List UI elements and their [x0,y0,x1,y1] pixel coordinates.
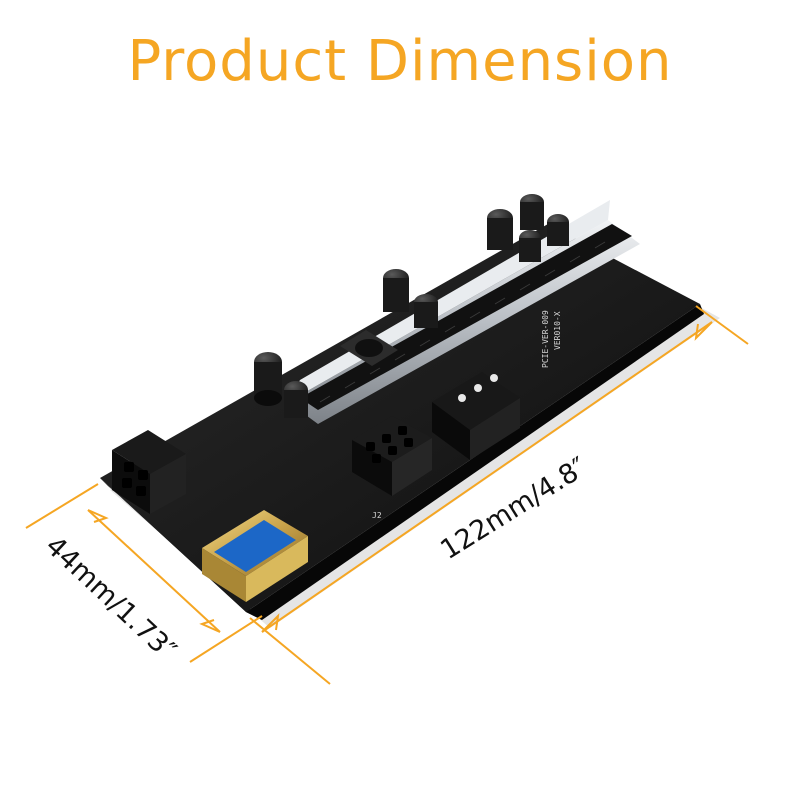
page-title: Product Dimension [127,29,673,94]
molex-connector [432,372,520,460]
inductor-chip [340,330,398,366]
length-dimension-line [249,305,749,685]
board-model-marking: VER010-X [553,311,562,350]
capacitor-icon [254,194,569,418]
board-connector-marking: J2 [372,511,382,520]
board-edge-front [246,304,704,620]
pcb-board [100,224,700,612]
six-pin-connector-center [352,416,432,496]
board-series-marking: PCIE-VER-009 [541,310,550,368]
six-pin-connector-left [112,430,186,514]
pcie-slot-pins [319,241,606,403]
pcie-slot-groove [300,224,632,410]
usb-port-icon [202,510,308,602]
width-dimension-line [25,483,263,663]
width-dimension-label: 44mm/1.73″ [39,530,182,666]
